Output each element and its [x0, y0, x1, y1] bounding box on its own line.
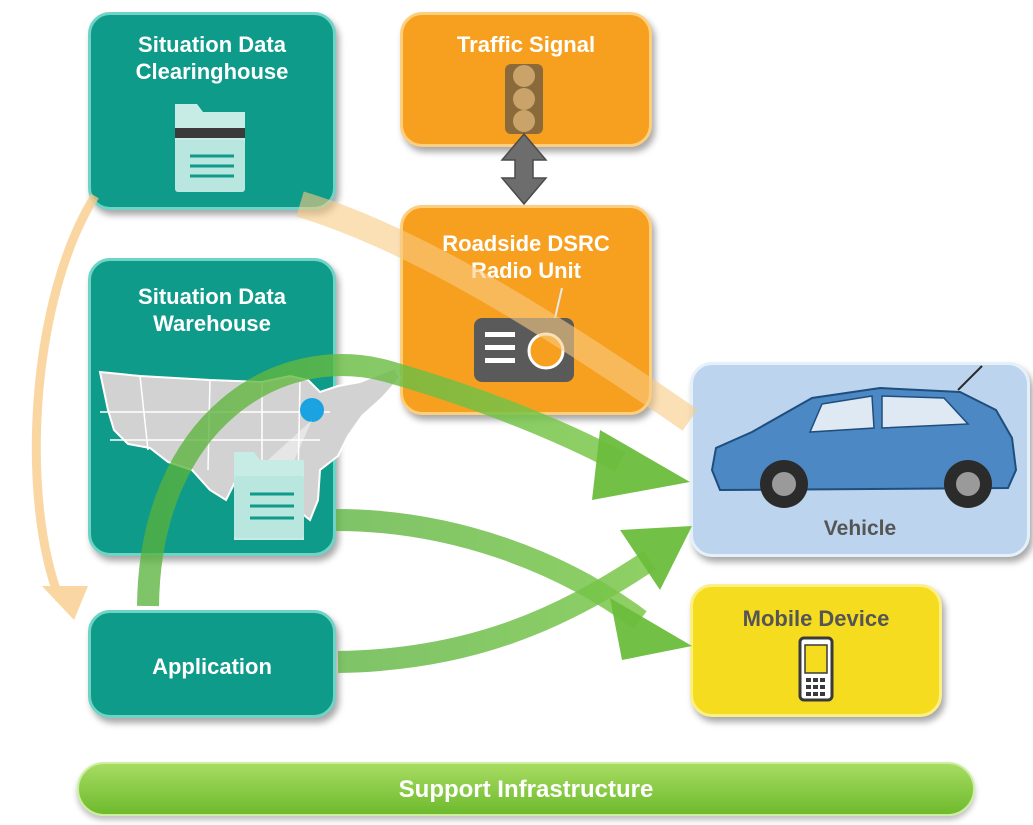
support-infrastructure-bar: Support Infrastructure — [77, 762, 975, 816]
clearinghouse-to-vehicle-arrow — [296, 191, 698, 431]
folder-icon — [175, 104, 245, 192]
application-node: Application — [88, 610, 336, 718]
warehouse-label: Situation Data Warehouse — [138, 284, 286, 336]
vehicle-label: Vehicle — [823, 517, 897, 540]
car-icon — [710, 365, 1018, 508]
application-label: Application — [152, 654, 272, 679]
phone-icon — [798, 636, 834, 702]
clearinghouse-to-application-arrow — [31, 193, 99, 620]
warehouse-to-mobile-arrow — [335, 509, 692, 660]
clearinghouse-label: Situation Data Clearinghouse — [135, 32, 289, 84]
support-infrastructure-label: Support Infrastructure — [398, 776, 654, 803]
mobile-device-label: Mobile Device — [742, 606, 890, 631]
roadside-unit-label: Roadside DSRC Radio Unit — [442, 231, 610, 283]
application-to-vehicle-arrow-upper — [137, 354, 690, 607]
warehouse-folder-icon — [234, 452, 304, 540]
traffic-signal-label: Traffic Signal — [456, 32, 596, 57]
bidirectional-arrow-icon — [500, 132, 548, 206]
application-to-vehicle-arrow-lower — [337, 526, 692, 673]
traffic-light-icon — [505, 64, 543, 134]
